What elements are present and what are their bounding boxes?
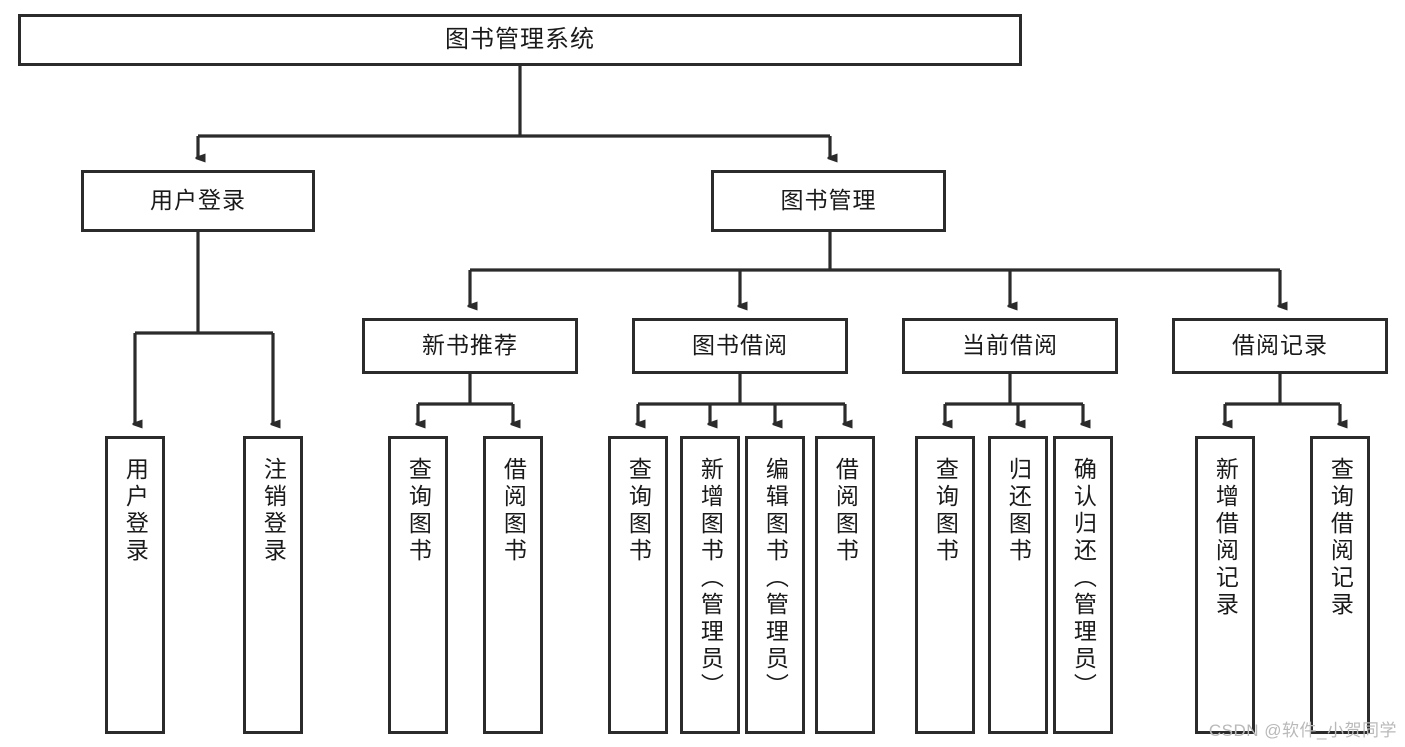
node-level3-new-book-recommend[interactable]: 新书推荐 [362,318,578,374]
node-leaf-query-books-recommend[interactable]: 查询图书 [388,436,448,734]
node-level2-user-login[interactable]: 用户登录 [81,170,315,232]
csdn-watermark: CSDN @软件_小贺同学 [1208,721,1397,740]
node-leaf-borrow-books[interactable]: 借阅图书 [815,436,875,734]
node-level3-borrow-records[interactable]: 借阅记录 [1172,318,1388,374]
node-level2-book-management[interactable]: 图书管理 [711,170,946,232]
node-leaf-logout[interactable]: 注销登录 [243,436,303,734]
node-leaf-return-books[interactable]: 归还图书 [988,436,1048,734]
node-leaf-query-books-borrow[interactable]: 查询图书 [608,436,668,734]
node-leaf-user-login[interactable]: 用户登录 [105,436,165,734]
node-leaf-add-borrow-record[interactable]: 新增借阅记录 [1195,436,1255,734]
node-leaf-borrow-books-recommend[interactable]: 借阅图书 [483,436,543,734]
node-leaf-query-books-current[interactable]: 查询图书 [915,436,975,734]
node-leaf-add-book-admin[interactable]: 新增图书（管理员） [680,436,740,734]
node-leaf-query-borrow-record[interactable]: 查询借阅记录 [1310,436,1370,734]
node-leaf-edit-book-admin[interactable]: 编辑图书（管理员） [745,436,805,734]
node-root[interactable]: 图书管理系统 [18,14,1022,66]
node-level3-book-borrow[interactable]: 图书借阅 [632,318,848,374]
node-level3-current-borrow[interactable]: 当前借阅 [902,318,1118,374]
node-leaf-confirm-return-admin[interactable]: 确认归还（管理员） [1053,436,1113,734]
